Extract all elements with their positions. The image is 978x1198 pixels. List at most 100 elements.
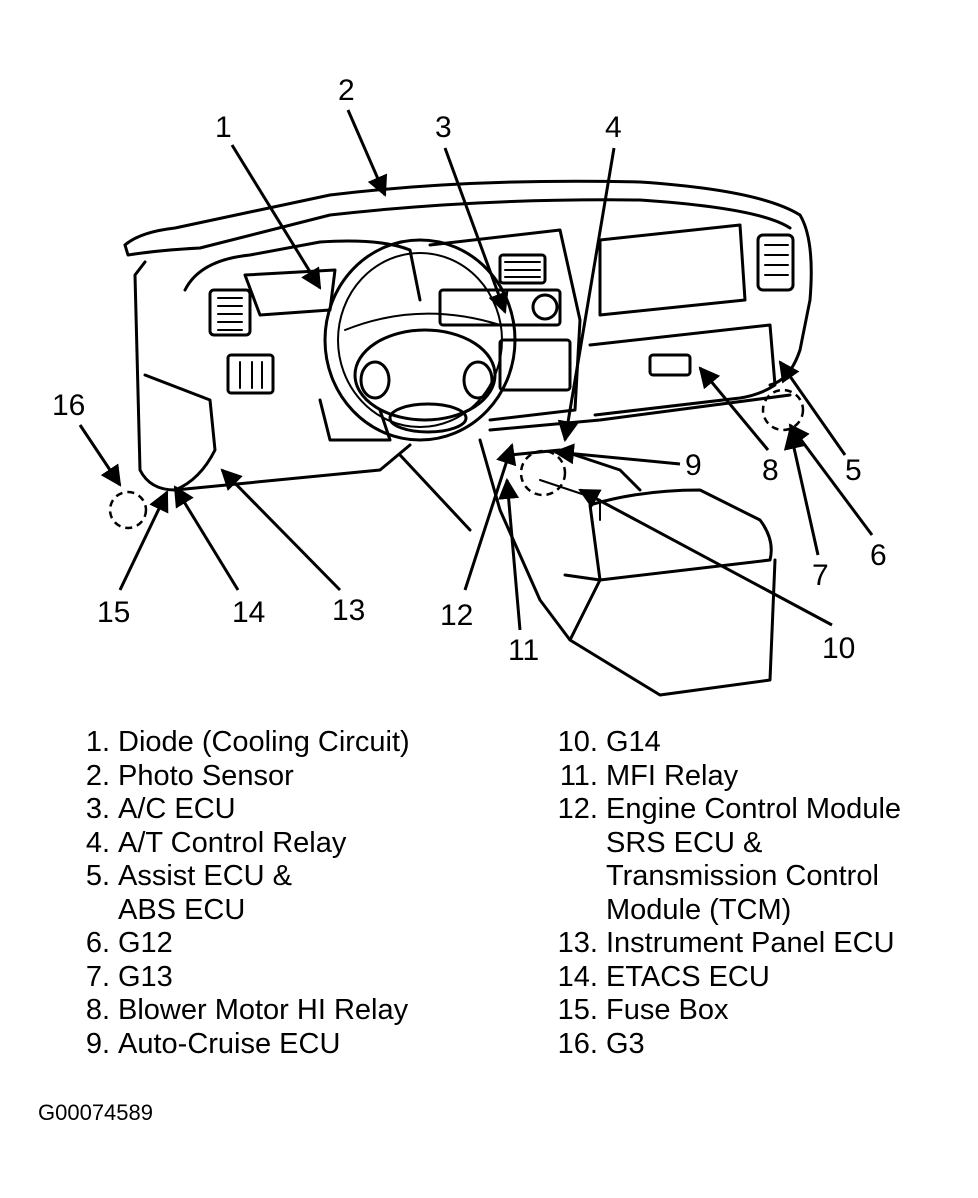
legend-number: 13.	[557, 927, 598, 959]
legend-text: Blower Motor HI Relay	[118, 994, 409, 1026]
legend-text: G12	[118, 927, 173, 959]
callout-13: 13	[332, 594, 365, 627]
legend-number	[544, 827, 598, 861]
legend-number	[544, 860, 598, 894]
legend-number: 12.	[557, 793, 598, 825]
legend-item: 6.G12	[70, 927, 410, 961]
legend-number	[70, 894, 110, 928]
instrument-hood	[183, 239, 422, 302]
dash-top-edge	[123, 198, 792, 257]
leader-8	[698, 366, 770, 451]
ground-circle-6-7	[761, 388, 805, 432]
callout-14: 14	[232, 596, 265, 629]
legend-number: 5.	[85, 860, 110, 892]
knee-bolster	[173, 443, 412, 492]
legend-text: Transmission Control	[606, 860, 879, 892]
legend-number: 2.	[85, 759, 110, 792]
legend-number: 11.	[559, 759, 598, 792]
dash-left-side	[133, 260, 177, 492]
leader-10	[578, 488, 833, 627]
right-vent	[756, 233, 795, 292]
leader-15	[118, 490, 169, 591]
legend-text: Photo Sensor	[118, 759, 294, 792]
center-vent	[498, 253, 547, 285]
legend-number: 10.	[557, 726, 598, 758]
callout-16: 16	[52, 389, 85, 422]
legend-text: G3	[606, 1027, 645, 1060]
leader-7	[783, 427, 820, 556]
legend-item: 15.Fuse Box	[544, 994, 901, 1028]
legend-text: Auto-Cruise ECU	[118, 1027, 341, 1060]
legend-item: 13.Instrument Panel ECU	[544, 927, 901, 961]
legend-item: 5.Assist ECU &	[70, 860, 410, 894]
legend-number: 9.	[85, 1027, 110, 1060]
steering-wheel-rim	[323, 238, 517, 442]
legend-number: 8.	[85, 994, 110, 1026]
legend-item: SRS ECU &	[544, 827, 901, 861]
leader-1	[230, 144, 322, 290]
callout-5: 5	[845, 454, 862, 487]
legend-item: 1.Diode (Cooling Circuit)	[70, 726, 410, 760]
left-lower-panel	[143, 373, 217, 492]
legend-number: 14.	[557, 960, 598, 993]
callout-12: 12	[440, 599, 473, 632]
legend-text: G14	[606, 726, 661, 758]
shifter-area	[508, 448, 642, 492]
legend-text: Fuse Box	[606, 994, 729, 1026]
gauge-cluster	[243, 268, 337, 317]
figure-id: G00074589	[38, 1100, 153, 1125]
legend-item: 8.Blower Motor HI Relay	[70, 994, 410, 1028]
legend-text: ABS ECU	[118, 893, 246, 926]
legend-text: A/T Control Relay	[118, 826, 347, 859]
leader-16	[78, 424, 122, 487]
legend-number: 4.	[85, 826, 110, 859]
leader-2	[346, 109, 388, 197]
legend-item: 14.ETACS ECU	[544, 961, 901, 995]
glovebox	[588, 323, 777, 417]
callout-4: 4	[605, 111, 622, 144]
legend-number: 6.	[85, 927, 110, 959]
leader-3	[443, 147, 509, 314]
glovebox-handle	[648, 353, 692, 377]
legend-text: Engine Control Module	[606, 793, 902, 825]
legend-text: SRS ECU &	[606, 826, 763, 859]
legend-number: 15.	[557, 994, 598, 1026]
callout-9: 9	[685, 449, 702, 482]
leader-5	[778, 360, 847, 456]
left-switch-block	[226, 353, 275, 395]
steering-column	[318, 398, 392, 442]
legend-text: Instrument Panel ECU	[606, 927, 895, 959]
callout-15: 15	[97, 596, 130, 629]
ground-circle-16	[108, 490, 148, 530]
legend-number: 7.	[85, 960, 110, 993]
right-display-area	[598, 223, 747, 317]
callout-8: 8	[762, 454, 779, 487]
legend-item: 12.Engine Control Module	[544, 793, 901, 827]
legend-item: ABS ECU	[70, 894, 410, 928]
legend-item: Transmission Control	[544, 860, 901, 894]
legend-number: 1.	[85, 726, 110, 758]
armrest	[588, 488, 773, 582]
callout-3: 3	[435, 111, 452, 144]
legend-text: ETACS ECU	[606, 960, 770, 993]
legend-item: 4.A/T Control Relay	[70, 827, 410, 861]
leader-14	[173, 485, 240, 591]
leader-11	[498, 477, 522, 631]
steering-hub	[353, 328, 497, 422]
legend-number: 16.	[557, 1027, 598, 1060]
ac-controls	[438, 288, 562, 327]
legend-item: 9.Auto-Cruise ECU	[70, 1028, 410, 1062]
legend-text: Assist ECU &	[118, 860, 293, 892]
legend-item: 16.G3	[544, 1028, 901, 1062]
legend-text: Module (TCM)	[606, 893, 792, 926]
callout-10: 10	[822, 632, 855, 665]
legend-number: 3.	[85, 793, 110, 825]
callout-11: 11	[508, 634, 539, 667]
legend-item: 7.G13	[70, 961, 410, 995]
callout-1: 1	[215, 111, 232, 144]
leader-12	[463, 443, 517, 591]
legend-item: 11.MFI Relay	[544, 760, 901, 794]
leader-13	[220, 468, 342, 592]
